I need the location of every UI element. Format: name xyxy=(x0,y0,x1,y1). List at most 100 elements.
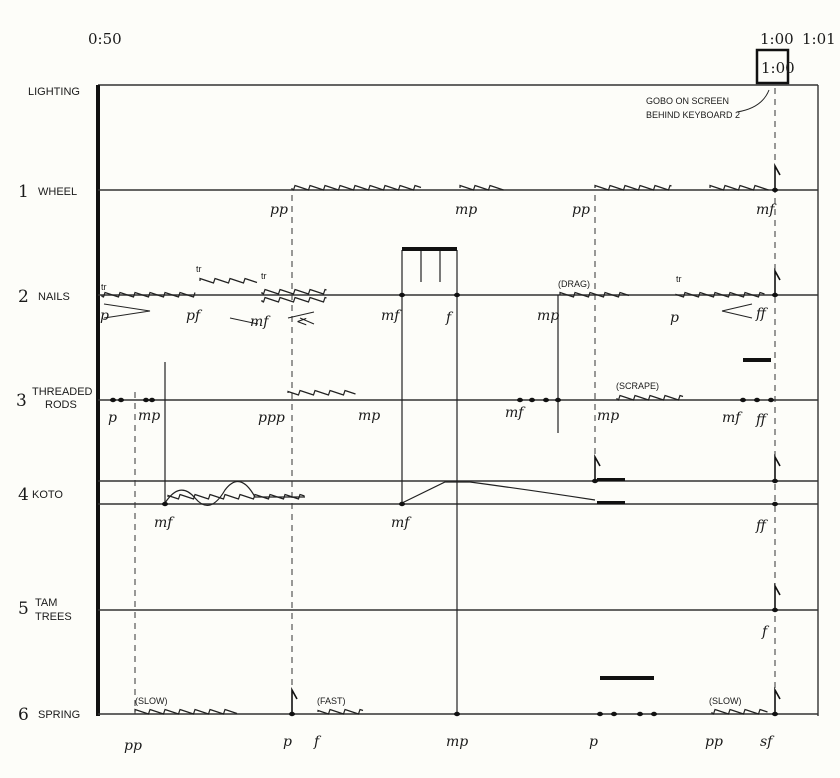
instrument-name: NAILS xyxy=(38,291,70,303)
slow-instruction: (SLOW) xyxy=(135,696,168,706)
noise-texture-band xyxy=(559,291,630,298)
instrument-number: 4 xyxy=(18,485,29,505)
instrument-name: THREADED xyxy=(32,386,93,398)
note-head xyxy=(162,501,168,507)
noise-texture-band xyxy=(711,708,768,715)
instrument-number: 6 xyxy=(18,705,29,725)
koto-glissando xyxy=(401,481,596,504)
note-head xyxy=(740,397,746,403)
dynamic-mark: p xyxy=(283,734,292,750)
flagged-note-stem xyxy=(774,582,781,610)
note-head xyxy=(454,292,460,298)
time-marker-start: 0:50 xyxy=(88,30,122,48)
trill-mark: tr xyxy=(196,264,202,274)
koto-harmonic-upper xyxy=(597,478,625,481)
dynamic-mark: f xyxy=(313,734,322,750)
noise-texture-band xyxy=(261,288,327,295)
instrument-name-2: RODS xyxy=(45,399,77,411)
instrument-name: WHEEL xyxy=(38,186,77,198)
flagged-note-stem xyxy=(774,453,781,481)
drag-instruction: (DRAG) xyxy=(558,279,590,289)
note-head xyxy=(754,397,760,403)
note-head xyxy=(454,711,460,717)
note-head xyxy=(399,292,405,298)
instrument-label-threaded-rods: 3 THREADED RODS xyxy=(16,386,93,411)
dynamic-mark: mf xyxy=(154,515,175,531)
note-head xyxy=(772,501,778,507)
instrument-name: KOTO xyxy=(32,489,63,501)
dynamic-mark: p xyxy=(670,310,679,326)
dynamic-mark: mp xyxy=(597,408,619,424)
koto-harmonic-lower xyxy=(597,501,625,504)
dynamic-mark: mf xyxy=(505,405,526,421)
dynamic-mark: ppp xyxy=(258,410,285,426)
note-head xyxy=(768,397,774,403)
note-head xyxy=(110,397,116,403)
note-head xyxy=(517,397,523,403)
dynamic-mark: mp xyxy=(138,408,160,424)
lighting-label: LIGHTING xyxy=(28,86,80,98)
dynamic-mark: mf xyxy=(381,308,402,324)
flagged-note-stem xyxy=(774,267,781,295)
note-head xyxy=(399,501,405,507)
noise-texture-band xyxy=(709,184,769,191)
dynamic-mark: mp xyxy=(455,202,477,218)
note-head xyxy=(637,711,643,717)
dynamic-mark: < xyxy=(296,314,308,330)
time-marker-1-00: 1:00 xyxy=(760,30,794,48)
hairpins xyxy=(103,303,315,325)
instrument-label-koto: 4 KOTO xyxy=(18,485,63,505)
instrument-number: 1 xyxy=(18,182,29,202)
instrument-number: 5 xyxy=(18,599,29,619)
nails-beam xyxy=(402,247,457,251)
dynamic-mark: ff xyxy=(755,306,768,322)
note-head xyxy=(143,397,149,403)
instrument-name: TAM xyxy=(35,597,57,609)
boxed-cue-time: 1:00 xyxy=(761,59,795,77)
flagged-note-stem xyxy=(774,686,781,714)
flagged-note-stem xyxy=(774,162,781,190)
dynamic-mark: ff xyxy=(755,518,768,534)
koto-vibrato-wave xyxy=(164,481,305,506)
flagged-note-stem xyxy=(594,453,601,481)
note-head xyxy=(597,711,603,717)
dynamic-mark: mf xyxy=(722,410,743,426)
instrument-number: 3 xyxy=(16,391,27,411)
dynamic-mark: sf xyxy=(760,734,775,750)
dynamic-mark: p xyxy=(589,734,598,750)
flagged-note-stem xyxy=(291,686,298,714)
fast-instruction: (FAST) xyxy=(317,696,346,706)
dynamic-mark: mp xyxy=(537,308,559,324)
instrument-label-tam-trees: 5 TAM TREES xyxy=(18,597,72,623)
noise-texture-band xyxy=(167,493,305,500)
dynamic-mark: f xyxy=(761,624,770,640)
lighting-cue-line1: GOBO ON SCREEN xyxy=(646,96,729,106)
note-head xyxy=(543,397,549,403)
time-marker-end: 1:01 xyxy=(802,30,836,48)
noise-texture-band xyxy=(459,184,504,191)
noise-texture-band xyxy=(317,708,364,715)
dynamic-mark: pp xyxy=(124,738,142,754)
dynamic-mark: pp xyxy=(572,202,590,218)
dynamic-mark: pp xyxy=(270,202,288,218)
boxed-cue-frame xyxy=(755,48,790,85)
rods-beam xyxy=(743,358,771,362)
note-head xyxy=(529,397,535,403)
trill-mark: tr xyxy=(261,271,267,281)
dynamic-mark: mf xyxy=(391,515,412,531)
noise-texture-band xyxy=(675,291,765,298)
dynamic-mark: f xyxy=(445,310,454,326)
instrument-name: SPRING xyxy=(38,709,80,721)
dynamic-mark: p xyxy=(100,308,109,324)
crescendo-hairpin xyxy=(721,303,753,319)
noise-texture-band xyxy=(134,708,238,715)
noise-texture-band xyxy=(261,296,327,303)
noise-texture-band xyxy=(291,184,422,191)
slow-instruction: (SLOW) xyxy=(709,696,742,706)
dynamic-mark: ff xyxy=(755,412,768,428)
dynamic-mark: mp xyxy=(358,408,380,424)
note-head xyxy=(611,711,617,717)
noise-texture-band xyxy=(594,184,672,191)
trill-mark: tr xyxy=(101,282,107,292)
note-head xyxy=(118,397,124,403)
